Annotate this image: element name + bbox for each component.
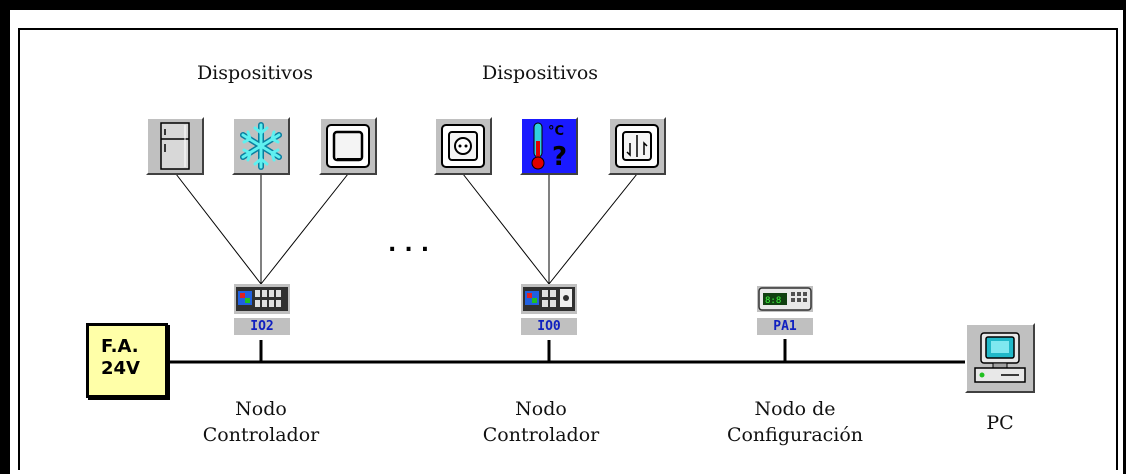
configuration-node-chip-pa1: 8:8 <box>757 286 813 316</box>
node-io2-caption-line1: Nodo <box>235 398 287 420</box>
devices-heading-1: Dispositivos <box>196 62 314 84</box>
node-id-io0: IO0 <box>521 318 577 335</box>
diagram-panel <box>18 28 1118 470</box>
node-id-io2: IO2 <box>234 318 290 335</box>
devices-heading-2: Dispositivos <box>481 62 599 84</box>
power-supply-line1: F.A. <box>101 336 139 357</box>
wire-outlet <box>462 173 550 285</box>
power-supply-box: F.A. 24V <box>86 323 168 398</box>
controller-node-chip-io2 <box>234 284 290 318</box>
pc-caption: PC <box>986 412 1014 434</box>
thermo-question: ? <box>552 142 567 172</box>
svg-text:8:8: 8:8 <box>765 296 781 306</box>
snowflake-icon <box>232 117 290 175</box>
computer-icon <box>965 323 1035 393</box>
node-id-pa1: PA1 <box>757 318 813 335</box>
power-supply-line2: 24V <box>101 358 140 379</box>
wire-fridge <box>175 173 262 285</box>
node-io0-caption: Nodo Controlador <box>466 396 616 448</box>
wire-blind <box>548 173 638 285</box>
wire-switch <box>260 173 349 285</box>
node-io2-caption: Nodo Controlador <box>186 396 336 448</box>
node-io0-caption-line1: Nodo <box>515 398 567 420</box>
node-pa1-caption-line1: Nodo de <box>754 398 836 420</box>
power-outlet-icon <box>434 117 492 175</box>
thermo-unit: °C <box>548 124 564 139</box>
controller-node-chip-io0 <box>521 284 577 318</box>
node-io2-caption-line2: Controlador <box>202 424 320 446</box>
thermometer-icon: °C ? <box>520 117 578 175</box>
node-pa1-caption-line2: Configuración <box>726 424 864 446</box>
node-io0-caption-line2: Controlador <box>482 424 600 446</box>
node-pa1-caption: Nodo de Configuración <box>715 396 875 448</box>
refrigerator-icon <box>146 117 204 175</box>
ellipsis: ... <box>388 232 438 257</box>
switch-icon <box>319 117 377 175</box>
blind-switch-icon <box>608 117 666 175</box>
